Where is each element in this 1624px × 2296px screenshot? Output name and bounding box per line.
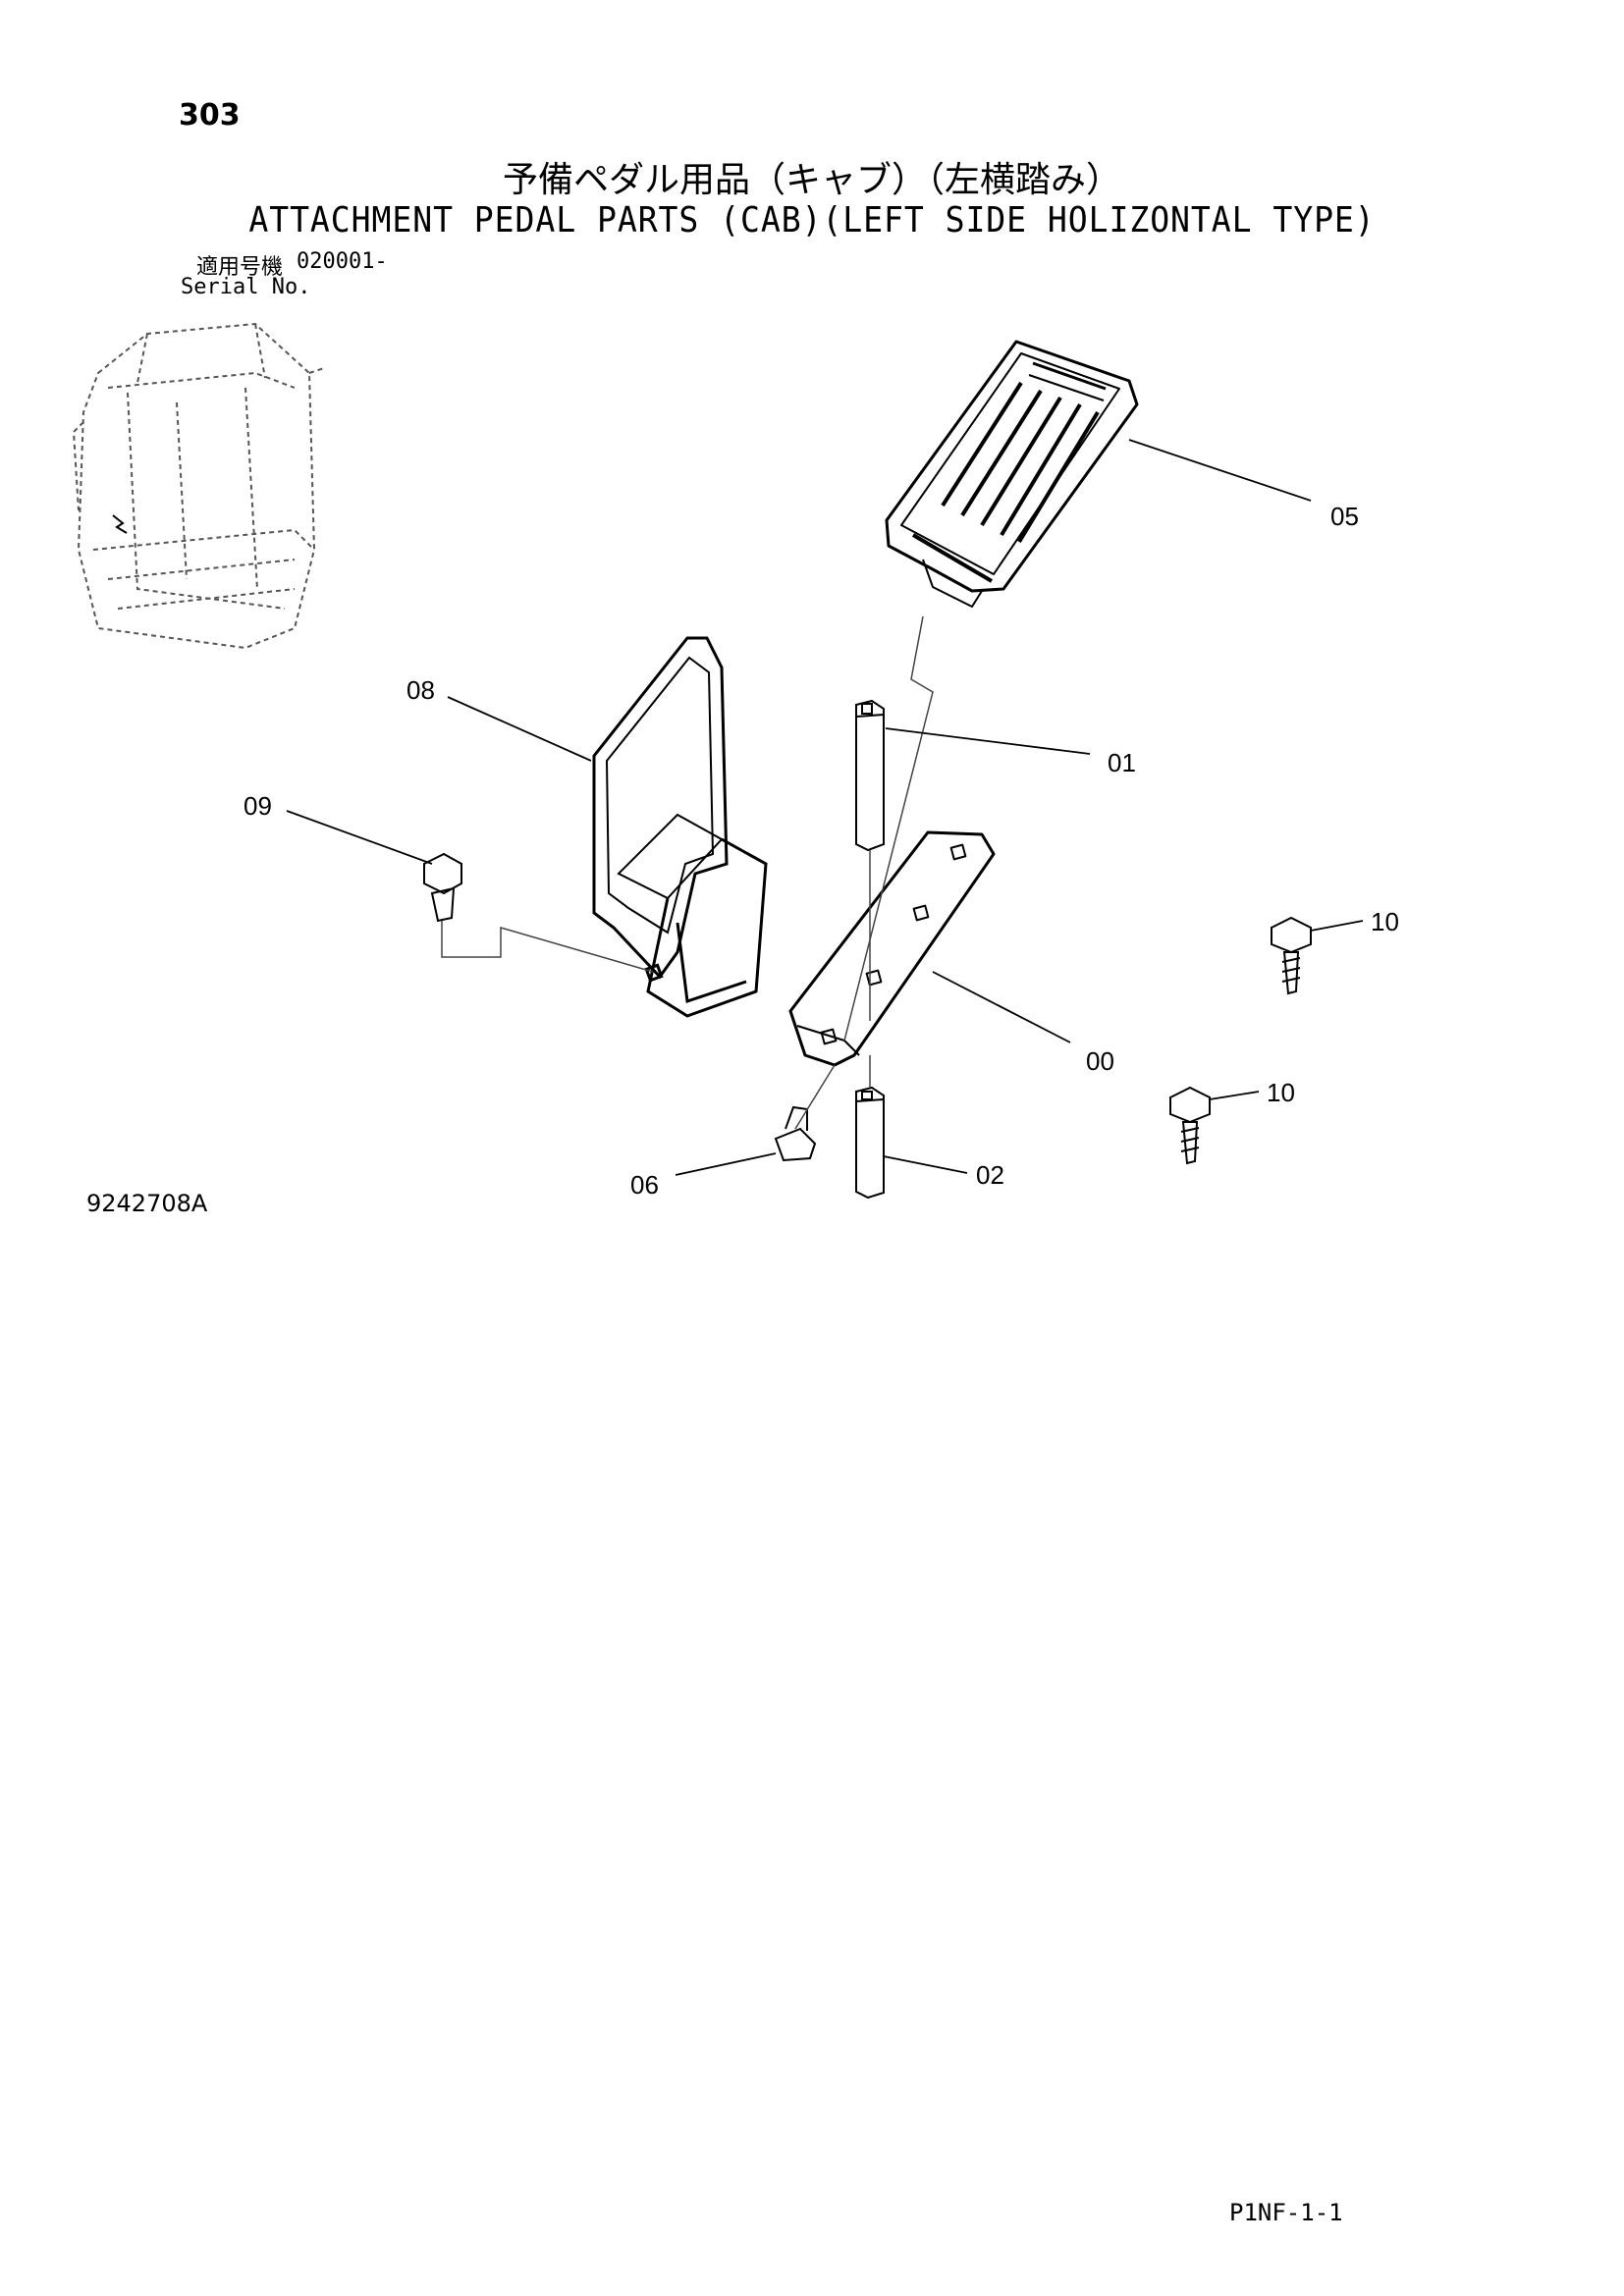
flange-bolt-10a bbox=[1271, 916, 1312, 995]
clip-06 bbox=[774, 1105, 817, 1162]
page-number: 303 bbox=[179, 98, 241, 133]
serial-value: 020001- bbox=[297, 249, 388, 274]
mounting-plate-00 bbox=[788, 830, 996, 1067]
spacer-02 bbox=[855, 1086, 885, 1200]
leader-lines bbox=[286, 439, 1364, 1176]
callout-06: 06 bbox=[630, 1170, 659, 1200]
shaft-01 bbox=[855, 699, 885, 852]
callout-05: 05 bbox=[1330, 502, 1359, 531]
page-code: P1NF-1-1 bbox=[1229, 2199, 1343, 2226]
title-english: ATTACHMENT PEDAL PARTS (CAB)(LEFT SIDE H… bbox=[248, 200, 1376, 240]
assembly-lines bbox=[441, 615, 934, 1130]
serial-label-english: Serial No. bbox=[181, 275, 311, 299]
callout-08: 08 bbox=[406, 675, 435, 705]
callout-00: 00 bbox=[1086, 1046, 1114, 1076]
callout-01: 01 bbox=[1108, 748, 1136, 777]
cab-locator-icon bbox=[72, 322, 325, 650]
bolt-09 bbox=[423, 852, 462, 923]
serial-label-japanese: 適用号機 bbox=[196, 255, 284, 280]
title-japanese: 予備ペダル用品（キャブ）（左横踏み） bbox=[502, 160, 1121, 200]
bracket-frame-08 bbox=[592, 636, 768, 1018]
figure-id: 9242708A bbox=[86, 1190, 208, 1217]
callout-02: 02 bbox=[976, 1160, 1004, 1190]
callout-10-upper: 10 bbox=[1371, 907, 1399, 936]
callout-10-lower: 10 bbox=[1267, 1078, 1295, 1107]
callout-09: 09 bbox=[244, 791, 272, 821]
cab-pedal-marker-icon bbox=[112, 514, 128, 534]
flange-bolt-10b bbox=[1169, 1086, 1211, 1165]
pedal-pad-05 bbox=[885, 340, 1139, 608]
